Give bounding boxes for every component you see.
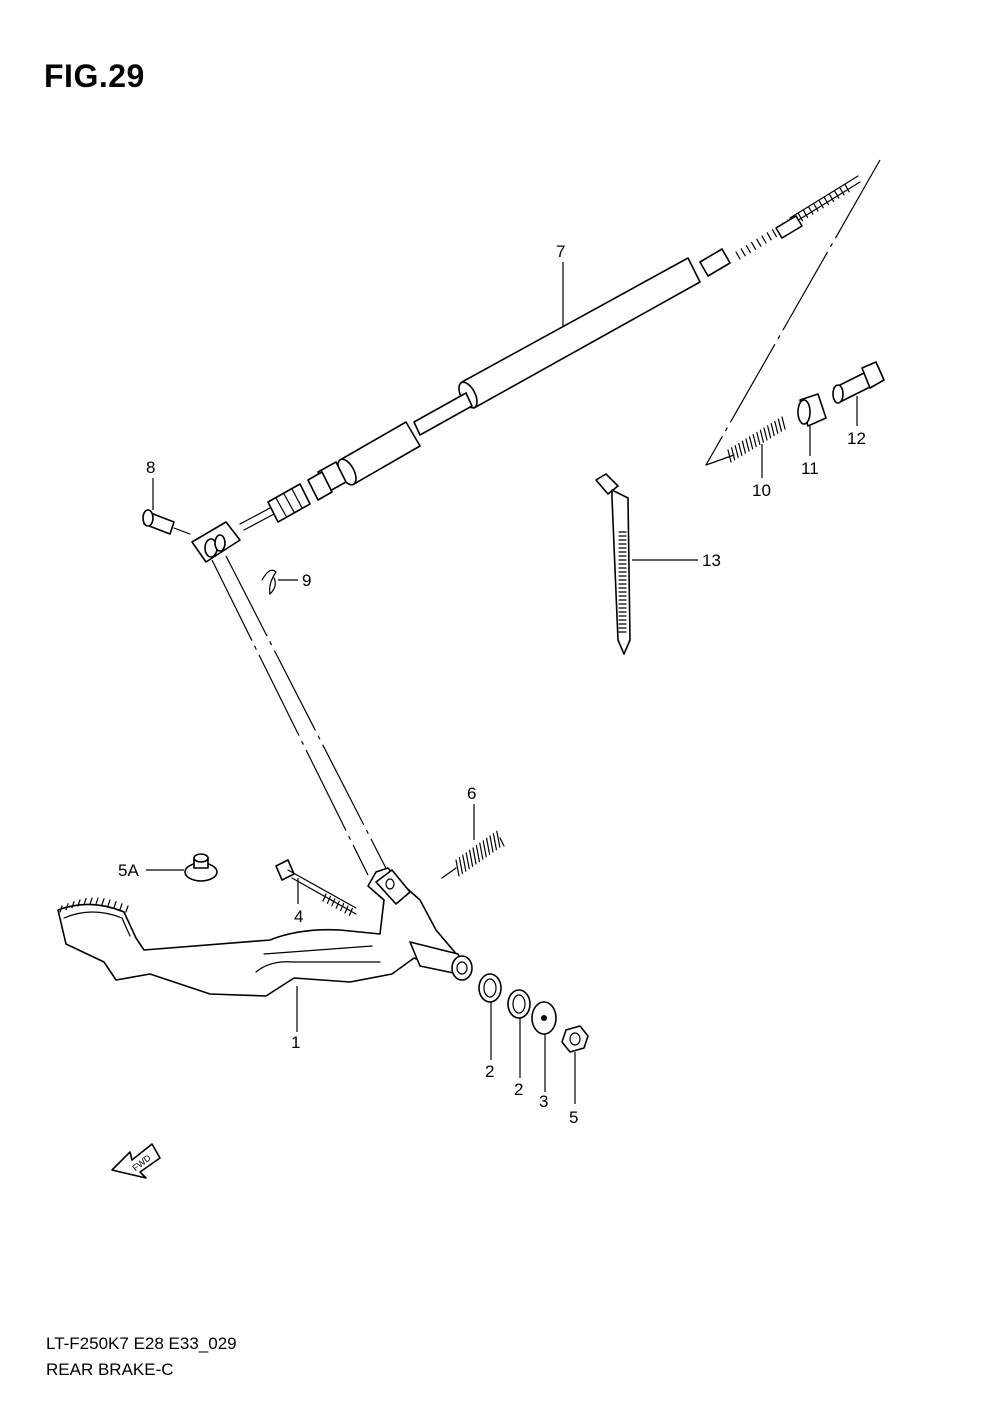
- callout-11: 11: [801, 459, 819, 478]
- part-10-spring[interactable]: [727, 416, 786, 463]
- figure-name: REAR BRAKE-C: [46, 1360, 174, 1379]
- callout-1: 1: [291, 1033, 300, 1052]
- figure-code: LT-F250K7 E28 E33_029: [46, 1334, 237, 1353]
- part-4-bolt[interactable]: [275, 859, 357, 917]
- part-12-pin[interactable]: [832, 361, 885, 404]
- part-3-washer[interactable]: [531, 1001, 557, 1035]
- callout-13: 13: [702, 551, 721, 570]
- part-2-washer[interactable]: [478, 973, 502, 1003]
- part-5a-grommet[interactable]: [184, 853, 218, 882]
- callout-5a: 5A: [118, 861, 139, 880]
- callout-12: 12: [847, 429, 866, 448]
- callout-8: 8: [146, 458, 155, 477]
- callout-9: 9: [302, 571, 311, 590]
- part-2-washer-b[interactable]: [507, 989, 531, 1019]
- part-11-joint[interactable]: [797, 393, 827, 427]
- part-6-return-spring[interactable]: [441, 830, 505, 879]
- part-8-clevis-pin[interactable]: [142, 509, 191, 535]
- callout-10: 10: [752, 481, 771, 500]
- callout-6: 6: [467, 784, 476, 803]
- callout-3: 3: [539, 1092, 548, 1111]
- callout-5: 5: [569, 1108, 578, 1127]
- part-13-cable-tie[interactable]: [595, 473, 631, 655]
- part-9-clip[interactable]: [261, 569, 277, 596]
- callout-2b: 2: [514, 1080, 523, 1099]
- part-1-brake-pedal[interactable]: [57, 867, 473, 997]
- fwd-arrow-icon: FWD: [111, 1143, 161, 1179]
- callout-2a: 2: [485, 1062, 494, 1081]
- part-7-brake-cable[interactable]: [191, 175, 861, 563]
- part-5-nut[interactable]: [561, 1025, 589, 1053]
- callout-7: 7: [556, 242, 565, 261]
- callout-4: 4: [294, 907, 303, 926]
- figure-title: FIG.29: [44, 58, 145, 94]
